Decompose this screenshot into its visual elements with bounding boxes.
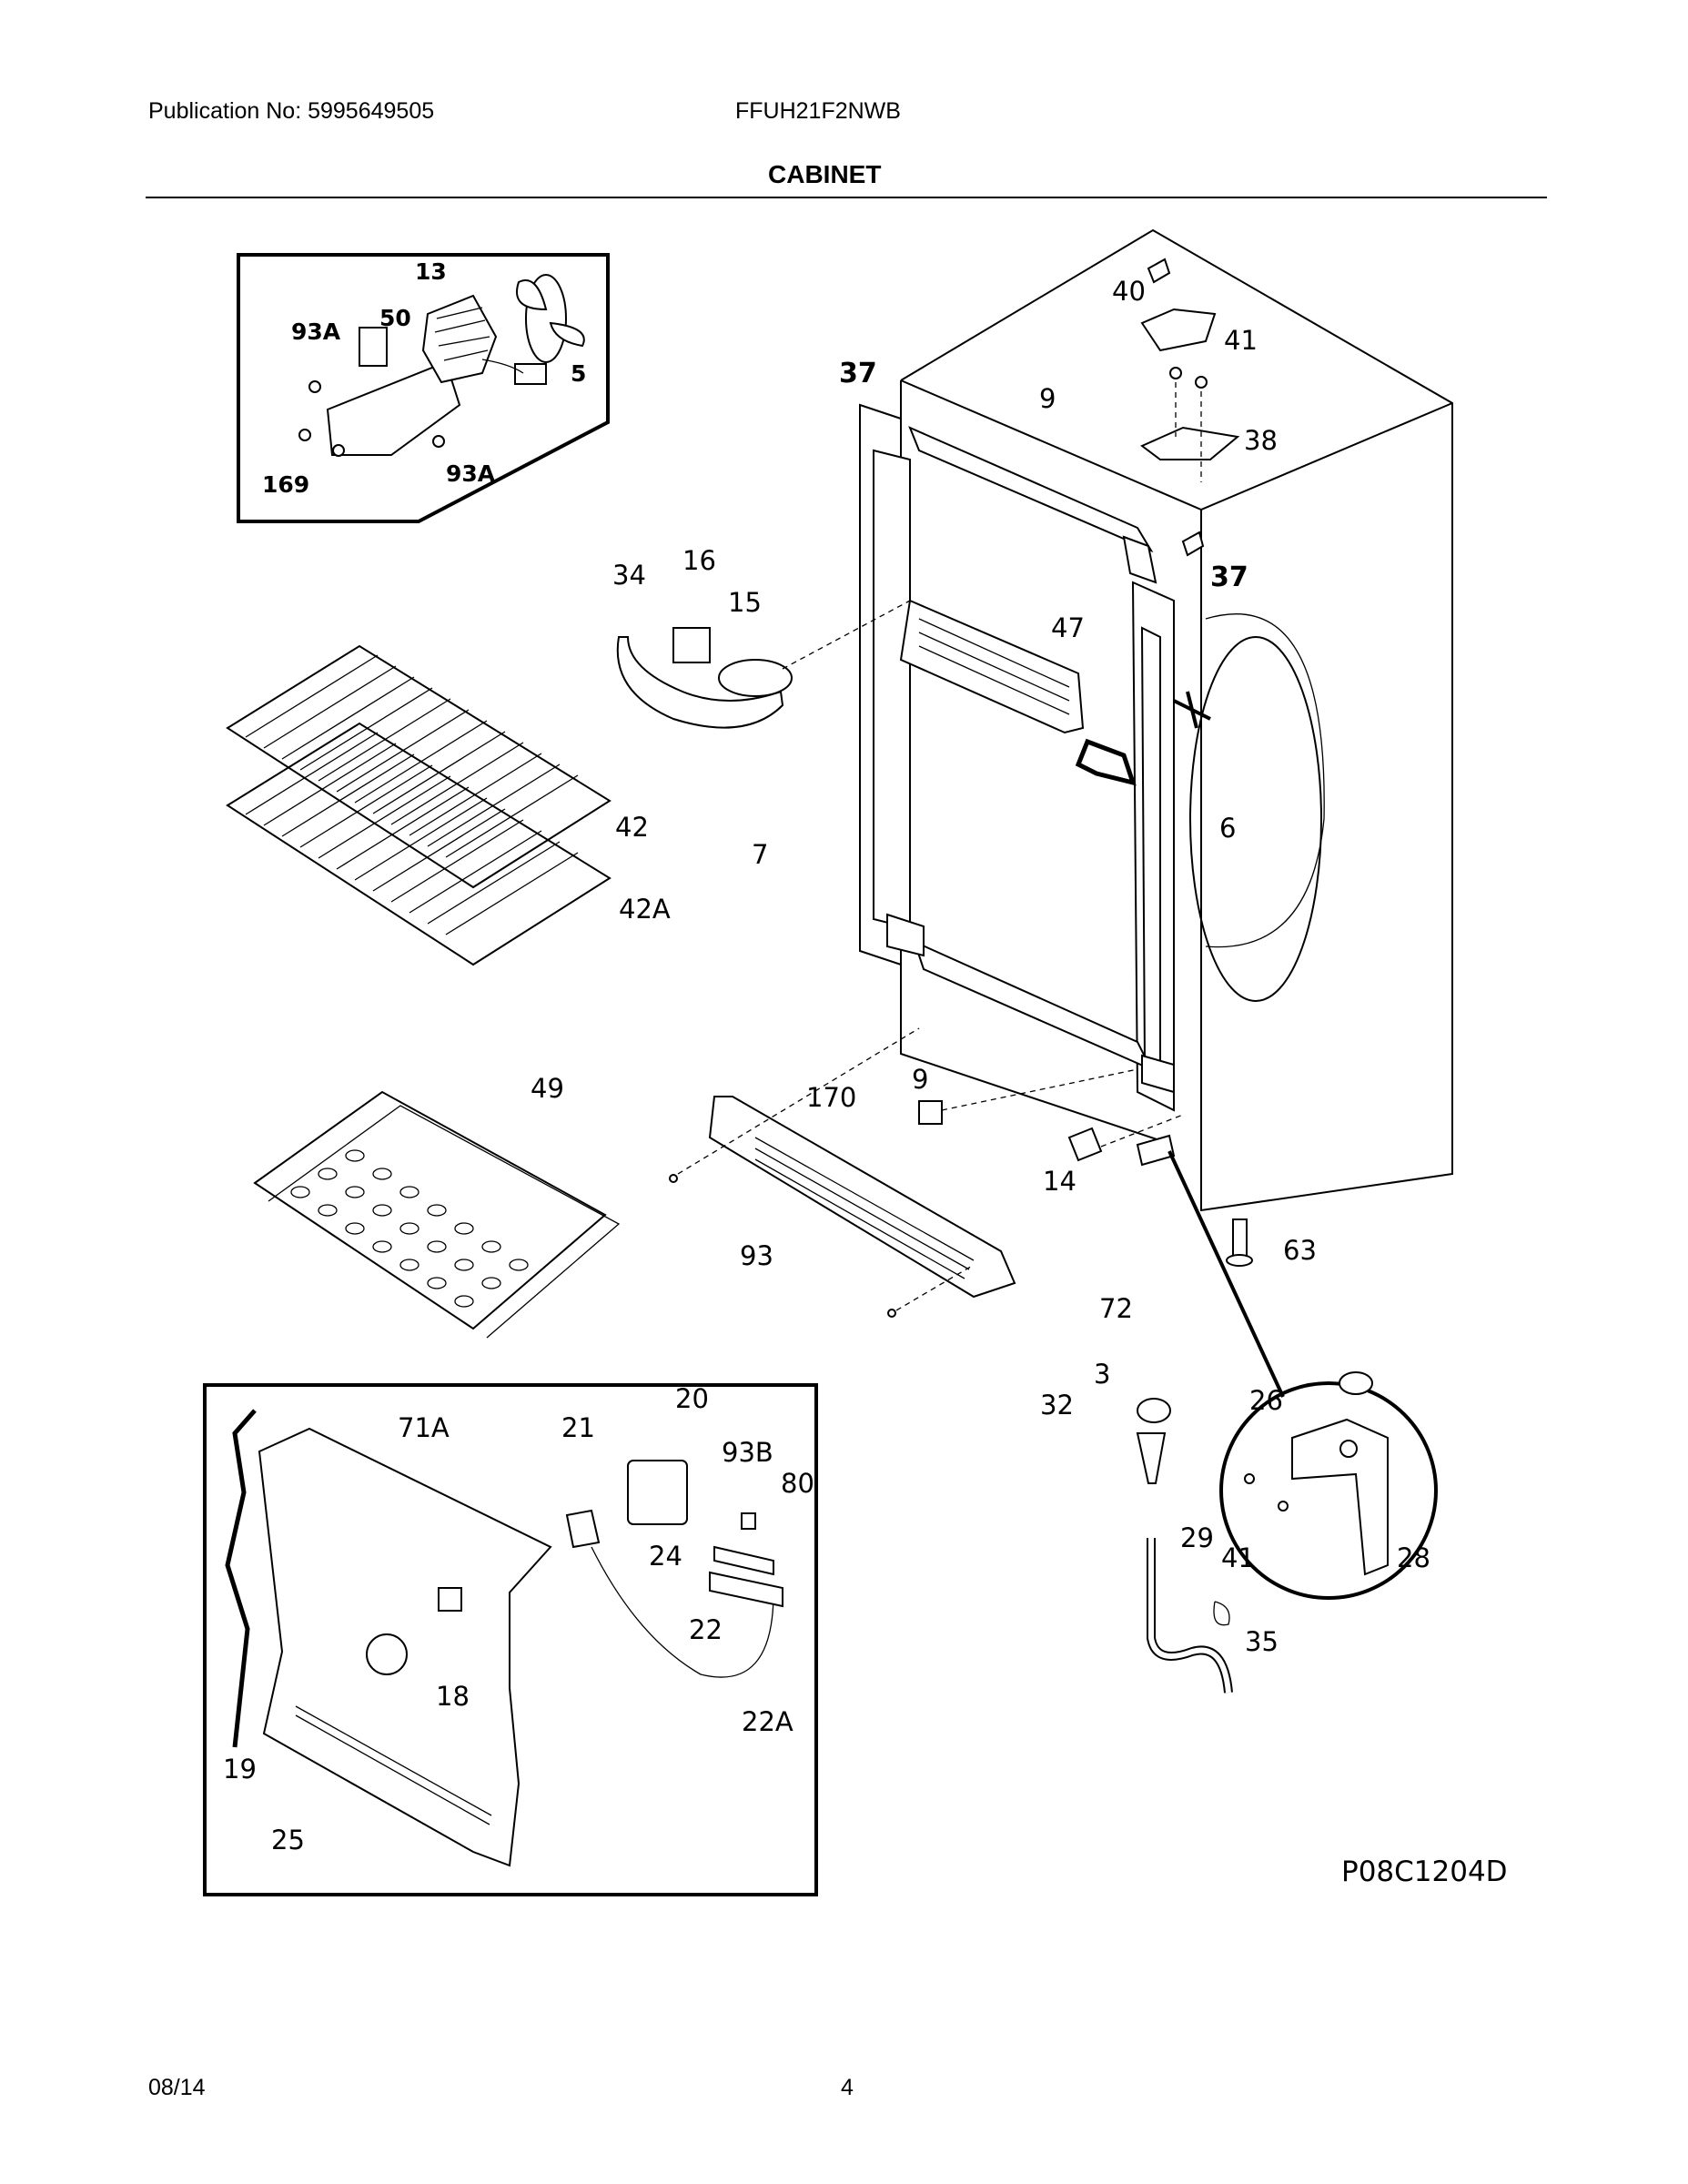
callout-14: 14 (1043, 1166, 1076, 1197)
callout-15: 15 (728, 587, 762, 618)
callout-72: 72 (1099, 1293, 1133, 1324)
bottom-hinge-28 (1291, 1418, 1389, 1576)
callout-49: 49 (531, 1073, 564, 1104)
wire-shelf-42 (226, 644, 612, 889)
rear-cover-panel-71a (258, 1427, 552, 1867)
callout-80: 80 (781, 1468, 814, 1499)
toe-grille-72 (708, 1096, 1016, 1299)
callout-13: 13 (415, 258, 447, 285)
callout-21: 21 (561, 1412, 595, 1443)
callout-35: 35 (1245, 1626, 1279, 1657)
hinge-detail-circle (1219, 1381, 1438, 1600)
callout-7: 7 (752, 839, 769, 870)
callout-9-bottom: 9 (912, 1064, 929, 1095)
callout-16: 16 (682, 545, 716, 576)
model-number: FFUH21F2NWB (735, 98, 901, 124)
door-liner-frame (859, 403, 1175, 1112)
light-bulb-15 (718, 659, 793, 697)
callout-22: 22 (689, 1614, 723, 1645)
callout-9-top: 9 (1039, 383, 1056, 414)
clamp-35 (1213, 1601, 1230, 1626)
hinge-cover-40 (1140, 308, 1217, 352)
callout-24: 24 (649, 1541, 682, 1572)
callout-28: 28 (1397, 1542, 1430, 1573)
callout-63: 63 (1283, 1235, 1317, 1266)
callout-38: 38 (1244, 425, 1278, 456)
publication-number: Publication No: 5995649505 (148, 98, 435, 124)
drain-plug-3 (1137, 1398, 1171, 1423)
drain-fitting-32 (1136, 1432, 1167, 1484)
callout-32: 32 (1040, 1390, 1074, 1421)
thermostat-capillary-22a (591, 1546, 774, 1678)
header-rule (146, 197, 1547, 198)
callout-18: 18 (436, 1681, 470, 1712)
part-22 (709, 1571, 783, 1608)
drain-pan-inset-frame (203, 1383, 818, 1896)
wire-harness (1075, 738, 1137, 786)
light-cover-34 (616, 636, 784, 729)
callout-170: 170 (806, 1082, 857, 1113)
fan-inset-frame (237, 253, 610, 523)
wire-basket-49 (253, 1090, 621, 1339)
part-170 (918, 1100, 943, 1125)
callout-50: 50 (379, 305, 411, 331)
callout-22a: 22A (742, 1706, 793, 1737)
light-socket-16 (672, 627, 711, 663)
callout-93a: 93A (291, 318, 341, 345)
cabinet-body (900, 228, 1453, 1212)
publication-date: 08/14 (148, 2075, 206, 2100)
callout-47: 47 (1051, 612, 1085, 643)
gasket-19 (225, 1409, 257, 1748)
callout-19: 19 (223, 1754, 257, 1785)
wire-shelf-42a (226, 722, 612, 966)
evaporator-fan-motor-assembly (298, 274, 585, 457)
thermostat-bracket-20 (627, 1460, 688, 1525)
callout-42: 42 (615, 812, 649, 843)
callout-6: 6 (1219, 813, 1237, 844)
callout-34: 34 (612, 560, 646, 591)
switch-14 (1067, 1127, 1103, 1162)
bottom-hinge (1136, 1134, 1176, 1167)
callout-37-right: 37 (1210, 561, 1248, 593)
callout-41-top: 41 (1224, 325, 1258, 356)
callout-41-inset: 41 (1221, 1542, 1255, 1573)
callout-40: 40 (1112, 276, 1146, 307)
callout-26: 26 (1249, 1385, 1283, 1416)
thermostat-21 (565, 1509, 601, 1549)
page-number: 4 (841, 2075, 854, 2100)
callout-71a: 71A (398, 1412, 450, 1443)
callout-93a-2: 93A (446, 460, 496, 487)
top-hinge-38 (1140, 426, 1240, 460)
callout-3: 3 (1094, 1359, 1111, 1390)
section-title: CABINET (768, 160, 882, 188)
callout-93: 93 (740, 1240, 773, 1271)
part-24 (713, 1545, 774, 1576)
drain-tube-29 (1147, 1538, 1233, 1694)
callout-42a: 42A (619, 894, 671, 925)
callout-93b: 93B (722, 1437, 773, 1468)
hinge-bushing-26 (1339, 1371, 1373, 1395)
callout-169: 169 (262, 471, 310, 498)
callout-5: 5 (571, 360, 587, 387)
callout-37-top: 37 (839, 358, 877, 389)
callout-25: 25 (271, 1825, 305, 1855)
diagram-code: P08C1204D (1341, 1855, 1508, 1888)
callout-29: 29 (1180, 1522, 1214, 1553)
callout-20: 20 (675, 1383, 709, 1414)
